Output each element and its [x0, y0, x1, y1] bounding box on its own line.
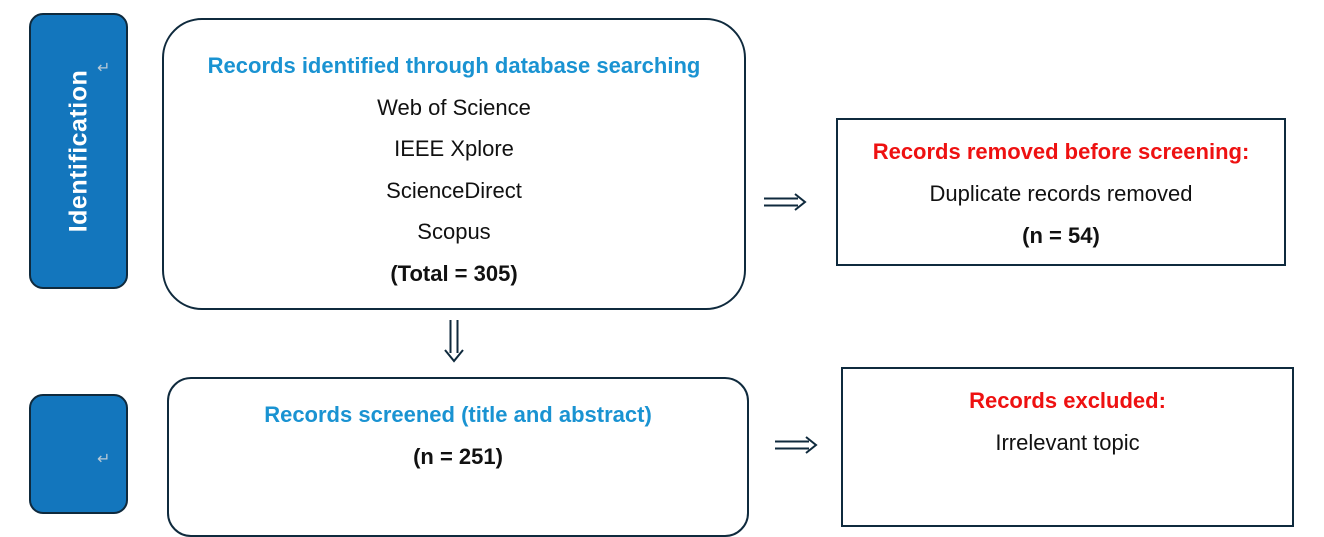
down-arrow-icon	[444, 320, 464, 363]
right-arrow-icon	[775, 436, 818, 454]
records-screened-heading: Records screened (title and abstract)	[264, 402, 652, 427]
screening-stage-tab: ↵	[29, 394, 128, 514]
records-identified-box: Records identified through database sear…	[162, 18, 746, 310]
return-mark-icon: ↵	[97, 60, 111, 77]
identification-stage-tab: Identification ↵	[29, 13, 128, 289]
records-excluded-box: Records excluded: Irrelevant topic	[841, 367, 1294, 527]
return-mark-icon: ↵	[97, 451, 111, 468]
database-item: Web of Science	[377, 95, 531, 120]
database-item: ScienceDirect	[386, 178, 522, 203]
records-screened-box: Records screened (title and abstract) (n…	[167, 377, 749, 537]
records-screened-count: (n = 251)	[413, 444, 503, 469]
duplicates-count: (n = 54)	[1022, 223, 1100, 248]
duplicates-description: Duplicate records removed	[929, 181, 1193, 206]
records-identified-heading: Records identified through database sear…	[207, 53, 701, 78]
records-total: (Total = 305)	[390, 261, 518, 286]
right-arrow-icon	[764, 193, 807, 211]
records-excluded-heading: Records excluded:	[969, 388, 1166, 413]
database-item: IEEE Xplore	[394, 136, 514, 161]
database-item: Scopus	[417, 219, 491, 244]
records-removed-heading: Records removed before screening:	[872, 139, 1250, 164]
exclusion-reason: Irrelevant topic	[995, 430, 1140, 455]
identification-stage-label: Identification	[64, 69, 92, 233]
records-removed-box: Records removed before screening: Duplic…	[836, 118, 1286, 266]
